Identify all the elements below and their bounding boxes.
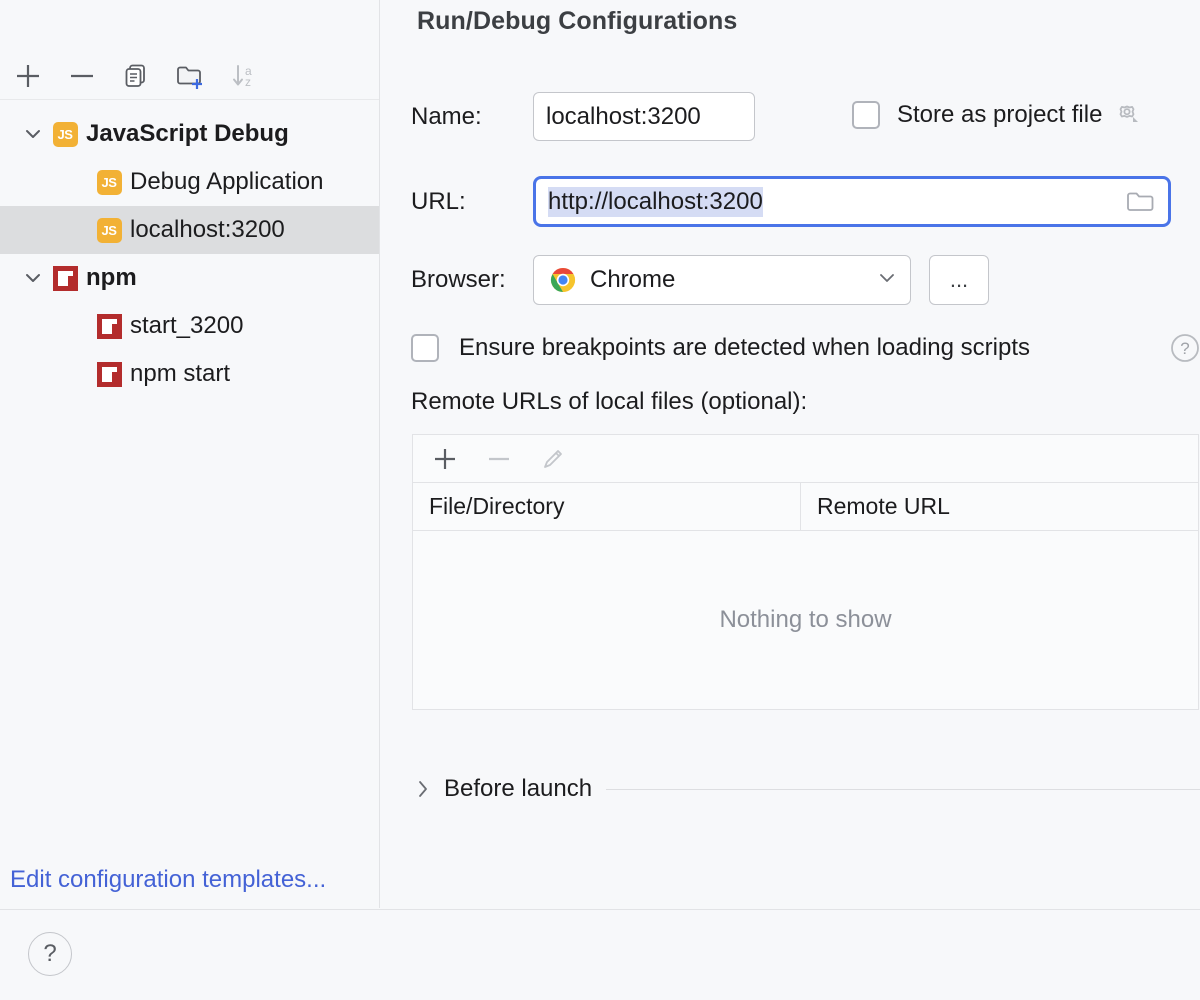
chevron-down-icon[interactable] — [20, 121, 46, 147]
store-as-project-file-checkbox[interactable] — [852, 101, 880, 129]
edit-configuration-templates-link[interactable]: Edit configuration templates... — [10, 866, 327, 893]
add-remote-url-button[interactable] — [427, 441, 463, 477]
chevron-down-icon[interactable] — [876, 267, 898, 294]
js-icon: JS — [96, 169, 122, 195]
ensure-breakpoints-row: Ensure breakpoints are detected when loa… — [411, 332, 1200, 364]
tree-item-npm-start[interactable]: npm start — [0, 350, 379, 398]
sort-configurations-button[interactable]: a z — [226, 58, 262, 94]
remote-urls-header-row: File/Directory Remote URL — [413, 483, 1198, 531]
plus-icon — [435, 448, 455, 469]
help-icon[interactable]: ? — [1169, 332, 1200, 364]
pencil-icon — [544, 449, 562, 468]
remote-urls-empty-message: Nothing to show — [719, 606, 892, 633]
dialog-footer: ? Debug Cancel Apply OK — [0, 909, 1200, 1000]
npm-icon — [96, 361, 122, 387]
tree-group-javascript-debug[interactable]: JS JavaScript Debug — [0, 110, 379, 158]
plus-icon — [17, 64, 39, 87]
remote-urls-toolbar — [413, 435, 1198, 483]
minus-icon — [71, 74, 93, 77]
url-row: URL: http://localhost:3200 — [411, 176, 1171, 227]
js-icon: JS — [96, 217, 122, 243]
tree-item-label: start_3200 — [130, 312, 244, 339]
remote-urls-label-row: Remote URLs of local files (optional): — [411, 388, 807, 416]
sort-az-icon: a z — [233, 64, 252, 89]
url-input-wrapper[interactable]: http://localhost:3200 — [533, 176, 1171, 227]
name-input[interactable]: localhost:3200 — [533, 92, 755, 141]
minus-icon — [489, 457, 509, 460]
tree-item-localhost-3200[interactable]: JS localhost:3200 — [0, 206, 379, 254]
before-launch-section[interactable]: Before launch — [412, 775, 1200, 803]
tree-item-debug-application[interactable]: JS Debug Application — [0, 158, 379, 206]
configurations-tree: JS JavaScript Debug JS Debug Application… — [0, 110, 379, 398]
tree-item-label: Debug Application — [130, 168, 324, 195]
svg-text:z: z — [245, 75, 251, 89]
ensure-breakpoints-label: Ensure breakpoints are detected when loa… — [459, 334, 1031, 361]
remote-urls-label: Remote URLs of local files (optional): — [411, 388, 808, 415]
tree-item-label: localhost:3200 — [130, 216, 285, 243]
name-row: Name: localhost:3200 — [411, 92, 755, 141]
edit-remote-url-button[interactable] — [535, 441, 571, 477]
page-title: Run/Debug Configurations — [417, 7, 738, 35]
svg-text:?: ? — [1180, 339, 1189, 358]
browser-label: Browser: — [411, 266, 506, 293]
folder-icon[interactable] — [1124, 188, 1156, 216]
copy-icon — [125, 64, 145, 87]
sidebar-toolbar: a z — [0, 52, 379, 100]
tree-group-npm[interactable]: npm — [0, 254, 379, 302]
before-launch-divider — [606, 788, 1200, 790]
folder-plus-icon — [177, 66, 202, 89]
name-label: Name: — [411, 102, 482, 130]
js-icon: JS — [52, 121, 78, 147]
configurations-sidebar: a z JS JavaScript Debug JS Debug Applica… — [0, 0, 380, 908]
before-launch-label: Before launch — [444, 775, 593, 802]
svg-text:a: a — [245, 64, 252, 78]
tree-item-start-3200[interactable]: start_3200 — [0, 302, 379, 350]
chevron-right-icon[interactable] — [412, 778, 434, 800]
browser-more-button[interactable]: ... — [929, 255, 989, 305]
browser-select[interactable]: Chrome — [533, 255, 911, 305]
gear-icon[interactable] — [1112, 100, 1142, 130]
column-header-file-directory[interactable]: File/Directory — [413, 483, 801, 530]
add-configuration-button[interactable] — [10, 58, 46, 94]
store-as-project-file-row: Store as project file — [852, 100, 1142, 130]
url-input[interactable]: http://localhost:3200 — [548, 186, 763, 217]
chrome-icon — [548, 265, 578, 295]
remove-configuration-button[interactable] — [64, 58, 100, 94]
tree-item-label: JavaScript Debug — [86, 120, 289, 147]
remote-urls-table: File/Directory Remote URL Nothing to sho… — [412, 434, 1199, 710]
browser-value: Chrome — [590, 266, 676, 293]
column-header-remote-url[interactable]: Remote URL — [817, 493, 950, 519]
store-as-project-file-label: Store as project file — [897, 101, 1103, 128]
npm-icon — [52, 265, 78, 291]
configuration-editor-panel: Run/Debug Configurations Name: localhost… — [381, 0, 1200, 908]
npm-icon — [96, 313, 122, 339]
browser-row: Browser: Chrome — [411, 255, 989, 305]
tree-item-label: npm start — [130, 360, 231, 387]
ensure-breakpoints-checkbox[interactable] — [411, 334, 439, 362]
copy-configuration-button[interactable] — [118, 58, 154, 94]
help-button[interactable]: ? — [28, 932, 72, 976]
new-folder-button[interactable] — [172, 58, 208, 94]
chevron-down-icon[interactable] — [20, 265, 46, 291]
url-label: URL: — [411, 187, 466, 215]
remove-remote-url-button[interactable] — [481, 441, 517, 477]
tree-item-label: npm — [86, 264, 137, 291]
